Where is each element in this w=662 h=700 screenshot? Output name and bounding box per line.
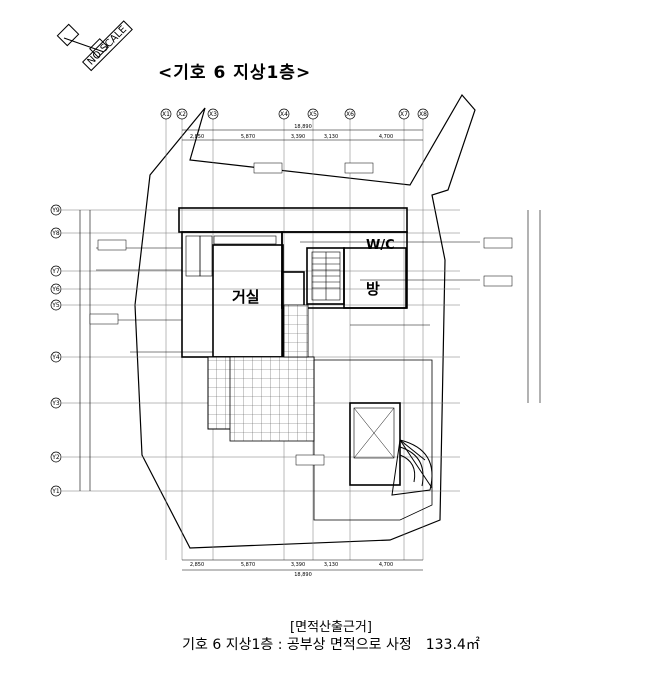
grid-lines <box>62 118 460 560</box>
deck-strip <box>283 304 309 358</box>
axis-bubbles-top <box>160 108 429 120</box>
axis-label-x5: X5 <box>309 111 317 118</box>
axis-label-y7: Y7 <box>51 268 60 275</box>
dim-bottom-3: 3,390 <box>291 562 305 568</box>
dim-top-5: 4,700 <box>379 134 393 140</box>
dim-bottom-5: 4,700 <box>379 562 393 568</box>
overall-dim-bottom: 18,890 <box>294 572 312 578</box>
axis-label-x6: X6 <box>346 111 354 118</box>
kitchen-fixtures <box>185 235 277 277</box>
north-arrow-icon <box>56 23 109 58</box>
dimension-lines <box>79 129 541 571</box>
axis-bubbles-left <box>50 204 62 497</box>
axis-label-y5: Y5 <box>51 302 60 309</box>
room-label-room: 방 <box>366 280 380 298</box>
axis-label-x3: X3 <box>209 111 217 118</box>
axis-label-y8: Y8 <box>51 230 60 237</box>
dim-bottom-2: 5,870 <box>241 562 255 568</box>
axis-label-y1: Y1 <box>51 488 60 495</box>
overall-dim-top: 18,890 <box>294 124 312 130</box>
dim-bottom-1: 2,850 <box>190 562 204 568</box>
axis-label-y4: Y4 <box>51 354 60 361</box>
stair <box>311 251 341 301</box>
dim-top-2: 5,870 <box>241 134 255 140</box>
axis-label-x7: X7 <box>400 111 408 118</box>
page-title: <기호 6 지상1층> <box>158 63 312 83</box>
axis-label-y2: Y2 <box>51 454 60 461</box>
curved-stair <box>391 439 433 496</box>
axis-label-y9: Y9 <box>51 207 60 214</box>
axis-label-x1: X1 <box>162 111 170 118</box>
terrace-tiles-lower <box>229 356 315 442</box>
caption-heading: [면적산출근거] <box>290 620 372 635</box>
axis-label-y3: Y3 <box>51 400 60 407</box>
axis-label-x8: X8 <box>419 111 427 118</box>
room-label-living: 거실 <box>232 288 260 306</box>
caption-area: 133.4㎡ <box>425 637 480 653</box>
dim-top-1: 2,850 <box>190 134 204 140</box>
dim-bottom-4: 3,130 <box>324 562 338 568</box>
dim-top-3: 3,390 <box>291 134 305 140</box>
annotation-tags <box>89 162 513 466</box>
dim-top-4: 3,130 <box>324 134 338 140</box>
axis-label-y6: Y6 <box>51 286 60 293</box>
hatched-bay <box>353 407 395 459</box>
outdoor-area <box>313 359 433 521</box>
axis-label-x4: X4 <box>280 111 288 118</box>
room-label-wc: W/C <box>366 238 395 253</box>
axis-label-x2: X2 <box>178 111 186 118</box>
caption-text: 기호 6 지상1층 : 공부상 면적으로 사정 <box>182 637 412 653</box>
caption-body: 기호 6 지상1층 : 공부상 면적으로 사정 133.4㎡ <box>0 634 662 654</box>
